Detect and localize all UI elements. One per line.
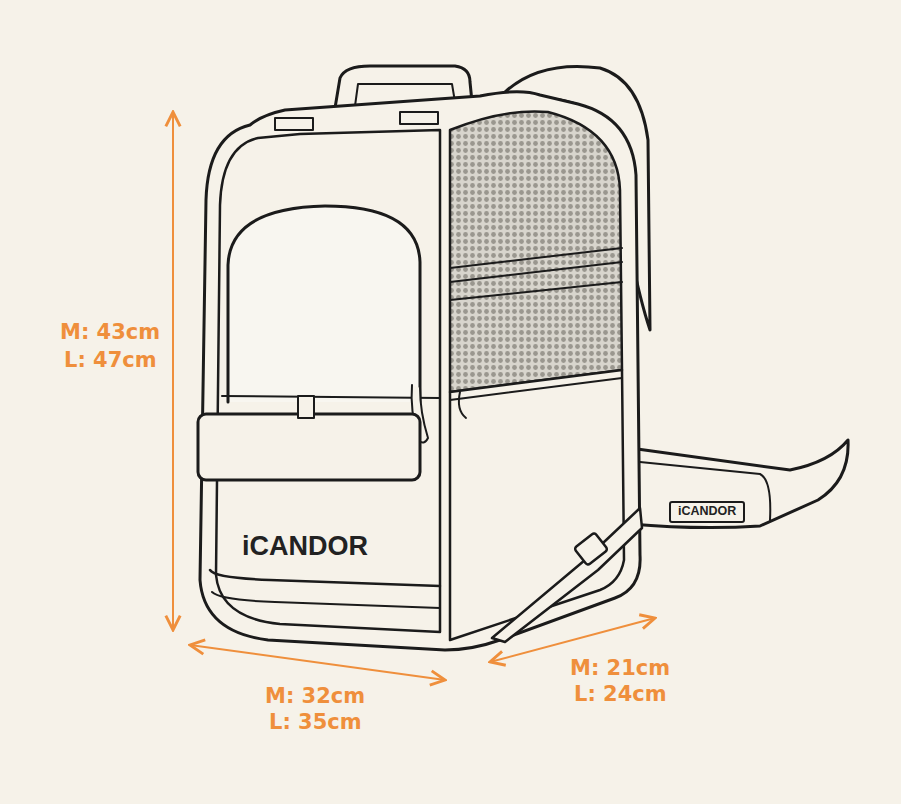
brand-logo-small: iCANDOR	[678, 504, 736, 519]
dimension-arrows	[173, 112, 655, 680]
depth-large: L: 24cm	[574, 682, 667, 707]
height-large: L: 47cm	[64, 348, 157, 373]
width-large: L: 35cm	[269, 710, 362, 735]
width-medium: M: 32cm	[265, 684, 365, 709]
brand-logo: iCANDOR	[242, 530, 368, 562]
backpack-drawing	[198, 66, 848, 650]
depth-medium: M: 21cm	[570, 656, 670, 681]
height-medium: M: 43cm	[60, 320, 160, 345]
